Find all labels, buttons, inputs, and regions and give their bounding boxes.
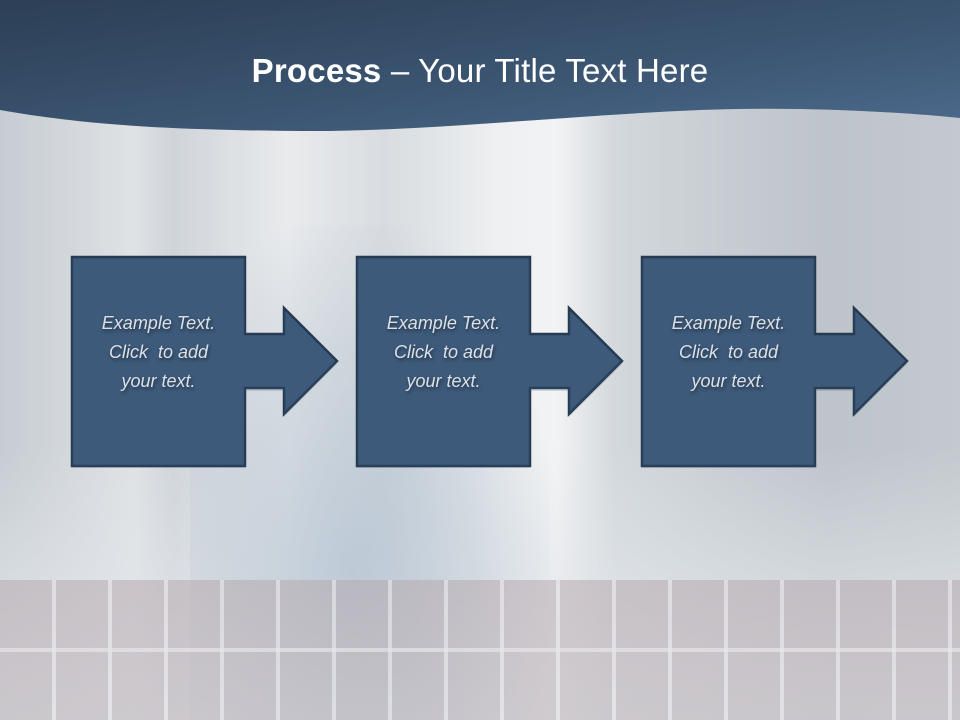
right-arrow-icon — [640, 255, 909, 468]
step-3-reflection — [642, 249, 912, 468]
step-text-line: Click to add — [357, 338, 530, 367]
step-text-line: Example Text. — [642, 309, 815, 338]
right-arrow-icon — [70, 255, 339, 468]
step-text-line: Example Text. — [72, 309, 245, 338]
step-text-line: Click to add — [642, 338, 815, 367]
step-text-line: your text. — [72, 367, 245, 396]
slide-title[interactable]: Process – Your Title Text Here — [0, 52, 960, 90]
background-step-edge — [0, 648, 960, 652]
title-regular-part: – Your Title Text Here — [381, 52, 709, 89]
step-text-line: Example Text. — [357, 309, 530, 338]
step-1-reflection — [72, 249, 342, 468]
title-bold-part: Process — [251, 52, 382, 89]
step-2-reflection — [357, 249, 627, 468]
step-text-line: your text. — [642, 367, 815, 396]
step-text-line: your text. — [357, 367, 530, 396]
step-text[interactable]: Example Text. Click to add your text. — [72, 309, 245, 396]
right-arrow-icon — [355, 255, 624, 468]
step-text[interactable]: Example Text. Click to add your text. — [642, 309, 815, 396]
step-text[interactable]: Example Text. Click to add your text. — [357, 309, 530, 396]
step-text-line: Click to add — [72, 338, 245, 367]
header-wave-banner — [0, 0, 960, 132]
